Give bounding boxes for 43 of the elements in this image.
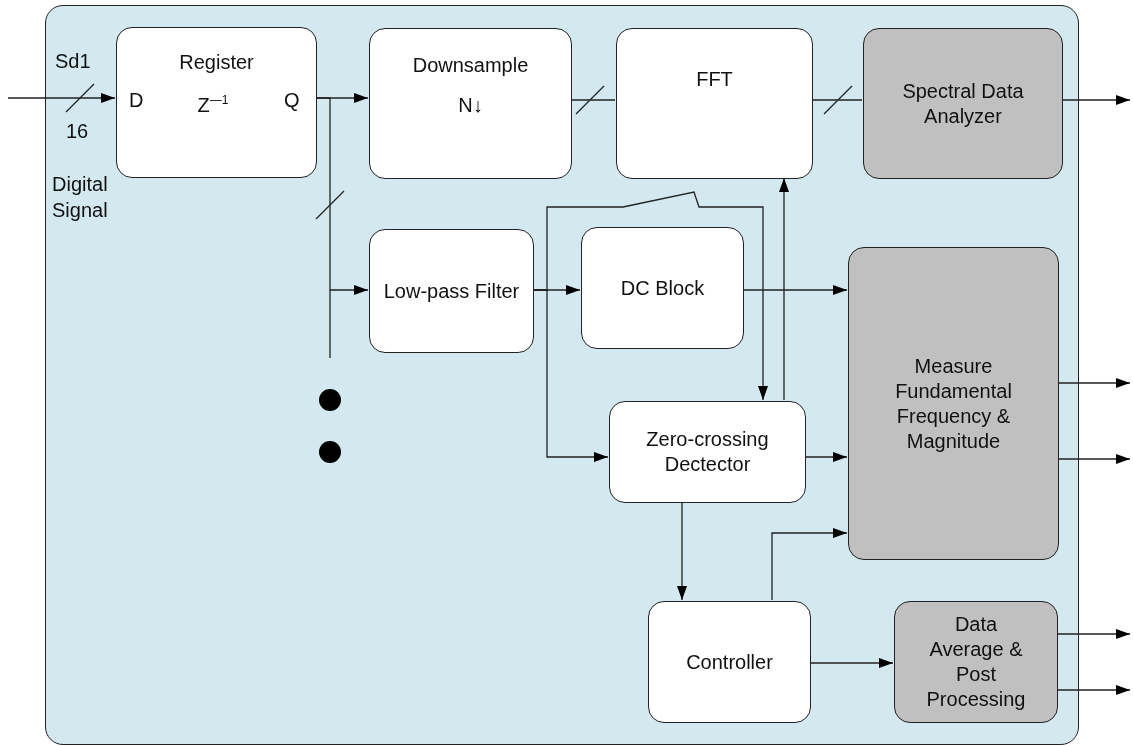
arrow: [804, 452, 848, 462]
process-block: [116, 27, 317, 178]
process-block: [369, 229, 534, 353]
block-label: Low-pass Filter: [382, 278, 521, 304]
signal-name: Sd1: [55, 49, 92, 74]
arrow: [1056, 685, 1131, 695]
block-label: Measure Fundamental Frequency & Magnitude: [894, 353, 1013, 454]
arrow: [1056, 629, 1131, 639]
port-label: Q: [284, 88, 300, 112]
arrow: [742, 285, 848, 295]
block-label: FFT: [695, 67, 734, 92]
output-block: [848, 247, 1059, 560]
block-label: DC Block: [619, 275, 706, 301]
arrow: [1057, 454, 1131, 464]
block-label: Spectral Data Analyzer: [901, 78, 1025, 129]
operator-label: Z$^{—1}$: [197, 92, 229, 117]
block-title: Downsample: [411, 53, 530, 77]
bus-width-label: 16: [66, 119, 90, 144]
block-label: Zero-crossing Dectector: [645, 427, 770, 477]
process-block: [648, 601, 811, 723]
block-title: Register: [178, 50, 255, 74]
output-block: [863, 28, 1063, 179]
port-label: D: [129, 88, 144, 112]
arrow: [315, 97, 369, 295]
block-label: Controller: [685, 649, 774, 675]
arrow: [1061, 95, 1131, 105]
bus-line: [811, 99, 863, 101]
arrow: [1057, 378, 1131, 388]
block-label: Data Average & Post Processing: [925, 612, 1027, 712]
arrow: [7, 93, 116, 103]
process-block: [616, 28, 813, 179]
arrow: [809, 658, 894, 668]
arrow: [771, 528, 848, 601]
process-block: [369, 28, 572, 179]
process-block: [609, 401, 806, 503]
arrow: [677, 501, 687, 601]
arrow: [779, 177, 789, 401]
bus-line: [570, 99, 616, 101]
signal-label: Digital Signal: [52, 172, 109, 223]
operator-label: N↓: [457, 93, 484, 117]
process-block: [581, 227, 744, 349]
output-block: [894, 601, 1058, 723]
arrow: [532, 191, 768, 401]
